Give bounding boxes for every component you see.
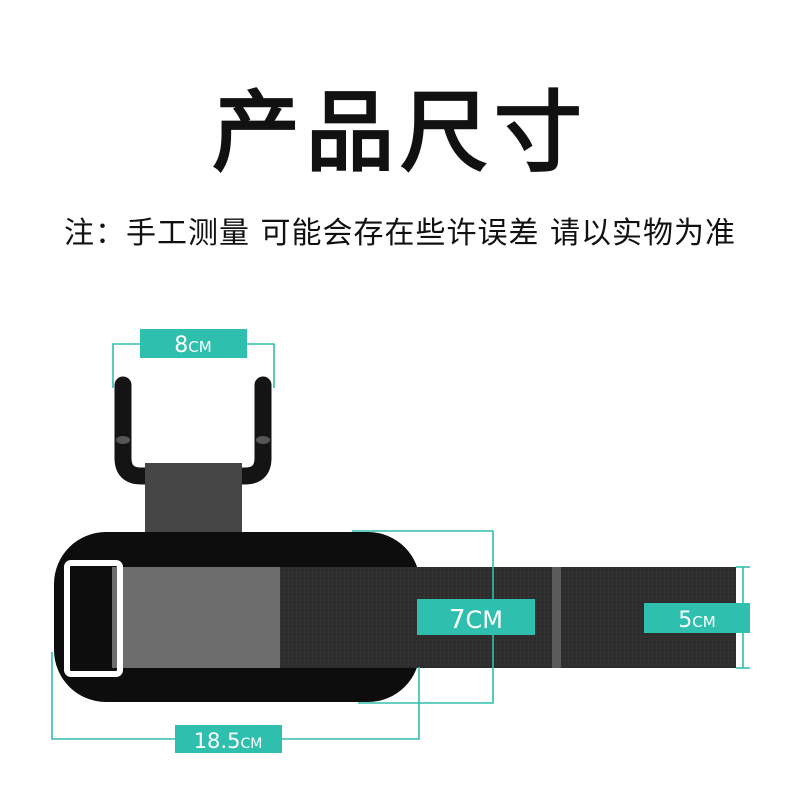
strap-height-label-bg: [417, 599, 535, 635]
hook-width-unit: CM: [188, 338, 211, 356]
hook-width-label-bg: [140, 329, 247, 358]
strap-inner-segment: [112, 567, 280, 668]
strap-height-unit: CM: [466, 606, 503, 634]
strap-width-label: 5CM: [678, 608, 715, 633]
strap-width-label-bg: [644, 603, 750, 633]
hook-left-highlight: [116, 436, 130, 444]
hook-width-label: 8CM: [174, 333, 211, 358]
page-title: 产品尺寸: [211, 81, 588, 184]
strap-height-number: 7: [449, 605, 466, 635]
strap-width-unit: CM: [692, 613, 715, 631]
pad-length-label-bg: [175, 725, 282, 753]
pad-length-label: 18.5CM: [194, 729, 263, 753]
measurement-note: 注：手工测量 可能会存在些许误差 请以实物为准: [63, 216, 737, 251]
pad-length-number: 18.5: [194, 729, 241, 753]
hook-width-number: 8: [174, 333, 188, 358]
hook-bar: [114, 376, 272, 485]
strap-seam: [552, 567, 561, 668]
buckle: [64, 560, 123, 677]
strap-width-number: 5: [678, 608, 692, 633]
strap-height-label: 7CM: [449, 605, 503, 635]
pad-length-unit: CM: [240, 736, 262, 752]
hook-right-highlight: [256, 436, 270, 444]
